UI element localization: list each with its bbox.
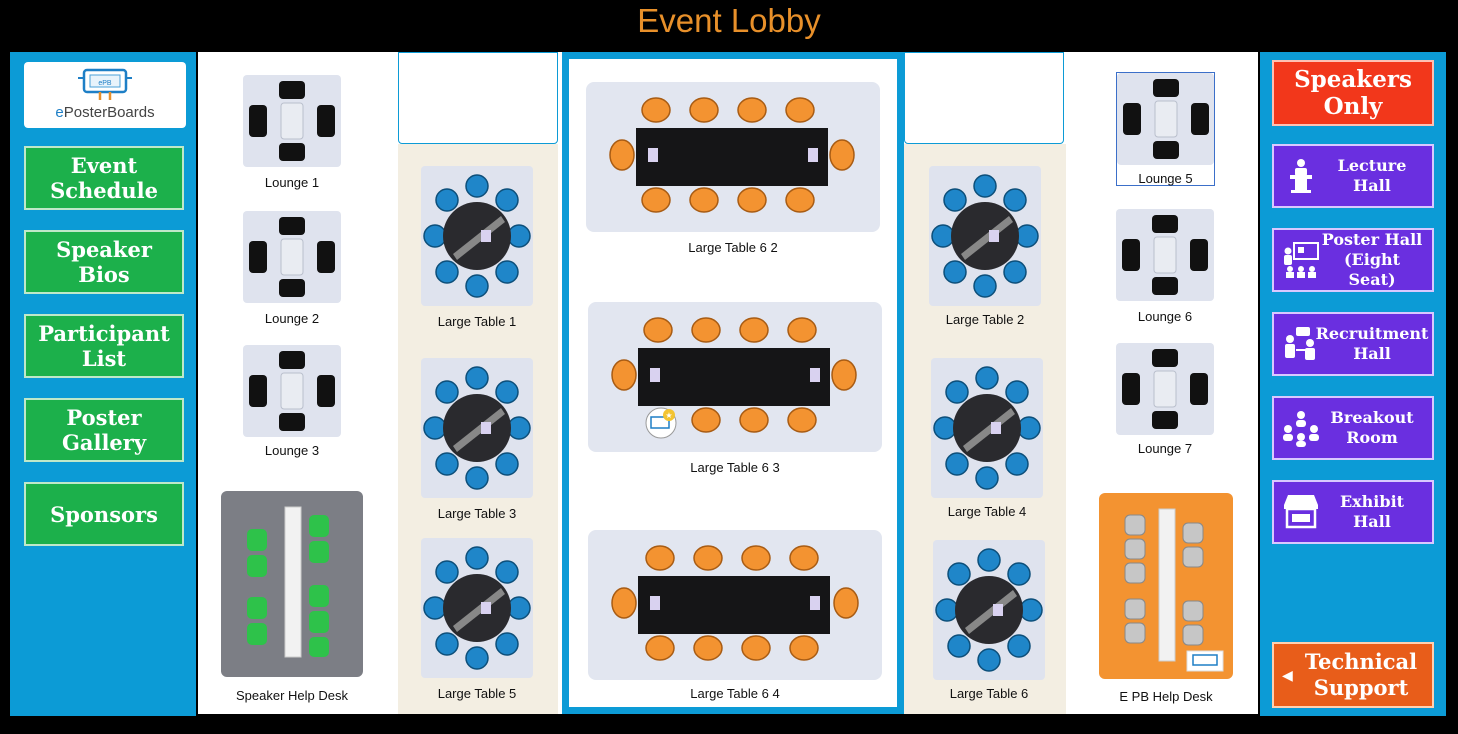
logo-wordmark: ePosterBoards (24, 104, 186, 121)
round-table-icon (931, 174, 1039, 298)
large-table-5-label: Large Table 5 (437, 686, 517, 701)
left-info-card (398, 52, 558, 144)
breakout-room-label: Breakout Room (1330, 408, 1414, 447)
round-table-icon (933, 366, 1041, 490)
poster-hall-button[interactable]: Poster Hall (Eight Seat) (1272, 228, 1434, 292)
poster-gallery-button[interactable]: Poster Gallery (24, 398, 184, 462)
lounge-3[interactable]: Lounge 3 (243, 345, 341, 458)
arrow-left-icon: ◀ (1282, 668, 1293, 684)
speaker-help-desk-label: Speaker Help Desk (236, 688, 348, 703)
round-table-icon (423, 546, 531, 670)
large-table-4[interactable]: Large Table 4 (931, 358, 1043, 519)
lounge-3-label: Lounge 3 (264, 443, 320, 458)
rectangle-table-icon (609, 97, 855, 213)
recruitment-hall-button[interactable]: Recruitment Hall (1272, 312, 1434, 376)
large-table-1[interactable]: Large Table 1 (421, 166, 533, 329)
rectangle-table-icon (611, 317, 857, 433)
speaker-help-desk[interactable]: Speaker Help Desk (221, 491, 363, 703)
lounge-seating-icon (1123, 79, 1209, 159)
lounge-seating-icon (1122, 215, 1208, 295)
eposterboards-logo[interactable]: ePB ePosterBoards (24, 62, 186, 128)
technical-support-label: Technical Support (1304, 649, 1418, 700)
lecture-hall-label: Lecture Hall (1337, 156, 1407, 195)
lounge-5[interactable]: Lounge 5 (1116, 72, 1215, 186)
large-table-4-label: Large Table 4 (947, 504, 1027, 519)
lounge-7-label: Lounge 7 (1137, 441, 1193, 456)
lounge-1[interactable]: Lounge 1 (243, 75, 341, 190)
page-title: Event Lobby (637, 2, 821, 39)
epb-avatar-icon[interactable]: ★ (644, 406, 678, 440)
round-table-icon (423, 174, 531, 298)
event-schedule-button[interactable]: Event Schedule (24, 146, 184, 210)
large-table-5[interactable]: Large Table 5 (421, 538, 533, 701)
large-table-6[interactable]: Large Table 6 (933, 540, 1045, 701)
exhibit-hall-label: Exhibit Hall (1339, 492, 1405, 531)
logo-brand-rest: PosterBoards (63, 104, 155, 121)
epb-help-desk-label: E PB Help Desk (1119, 689, 1213, 704)
lounge-5-label: Lounge 5 (1138, 171, 1193, 186)
group-icon (1283, 411, 1319, 447)
speakers-only-button[interactable]: Speakers Only (1272, 60, 1434, 126)
large-table-3[interactable]: Large Table 3 (421, 358, 533, 521)
logo-brand-e: e (55, 104, 64, 121)
large-table-2[interactable]: Large Table 2 (929, 166, 1041, 327)
svg-text:★: ★ (665, 411, 672, 420)
lounge-6[interactable]: Lounge 6 (1116, 209, 1214, 324)
lounge-seating-icon (249, 81, 335, 161)
help-desk-seating-icon (247, 506, 329, 658)
recruitment-hall-label: Recruitment Hall (1315, 324, 1429, 363)
rectangle-table-icon (611, 545, 859, 661)
large-table-6-label: Large Table 6 (949, 686, 1029, 701)
right-info-card (904, 52, 1064, 144)
lounge-2-label: Lounge 2 (264, 311, 320, 326)
exhibit-hall-button[interactable]: Exhibit Hall (1272, 480, 1434, 544)
large-table-6-2-label: Large Table 6 2 (688, 240, 778, 255)
round-table-icon (423, 366, 531, 490)
participant-list-button[interactable]: Participant List (24, 314, 184, 378)
lounge-seating-icon (1122, 349, 1208, 429)
large-table-6-4[interactable]: Large Table 6 4 (588, 530, 882, 701)
epb-help-desk[interactable]: E PB Help Desk (1099, 493, 1233, 704)
lecture-hall-button[interactable]: Lecture Hall (1272, 144, 1434, 208)
logo-mark-text: ePB (98, 80, 112, 87)
large-table-1-label: Large Table 1 (437, 314, 517, 329)
podium-icon (1290, 159, 1312, 193)
large-table-6-3-label: Large Table 6 3 (690, 460, 780, 475)
lounge-seating-icon (249, 351, 335, 431)
breakout-room-button[interactable]: Breakout Room (1272, 396, 1434, 460)
large-table-6-3[interactable]: ★ Large Table 6 3 (588, 302, 882, 475)
large-table-6-2[interactable]: Large Table 6 2 (586, 82, 880, 255)
large-table-2-label: Large Table 2 (945, 312, 1025, 327)
booth-icon (1284, 495, 1318, 529)
technical-support-button[interactable]: ◀ Technical Support (1272, 642, 1434, 708)
sponsors-button[interactable]: Sponsors (24, 482, 184, 546)
help-desk-seating-icon (1124, 508, 1224, 672)
presentation-icon (1284, 242, 1319, 278)
lounge-seating-icon (249, 217, 335, 297)
poster-hall-label: Poster Hall (Eight Seat) (1321, 230, 1423, 289)
lounge-1-label: Lounge 1 (264, 175, 320, 190)
eposterboards-logo-icon: ePB (78, 68, 132, 100)
large-table-3-label: Large Table 3 (437, 506, 517, 521)
left-nav-panel: ePB ePosterBoards Event Schedule Speaker… (10, 52, 196, 716)
lounge-2[interactable]: Lounge 2 (243, 211, 341, 326)
right-nav-panel: Speakers Only Lecture Hall Poster Hall (… (1260, 52, 1446, 716)
speaker-bios-button[interactable]: Speaker Bios (24, 230, 184, 294)
large-table-6-4-label: Large Table 6 4 (690, 686, 780, 701)
interview-icon (1285, 327, 1315, 360)
round-table-icon (935, 548, 1043, 672)
lounge-7[interactable]: Lounge 7 (1116, 343, 1214, 456)
lounge-6-label: Lounge 6 (1137, 309, 1193, 324)
